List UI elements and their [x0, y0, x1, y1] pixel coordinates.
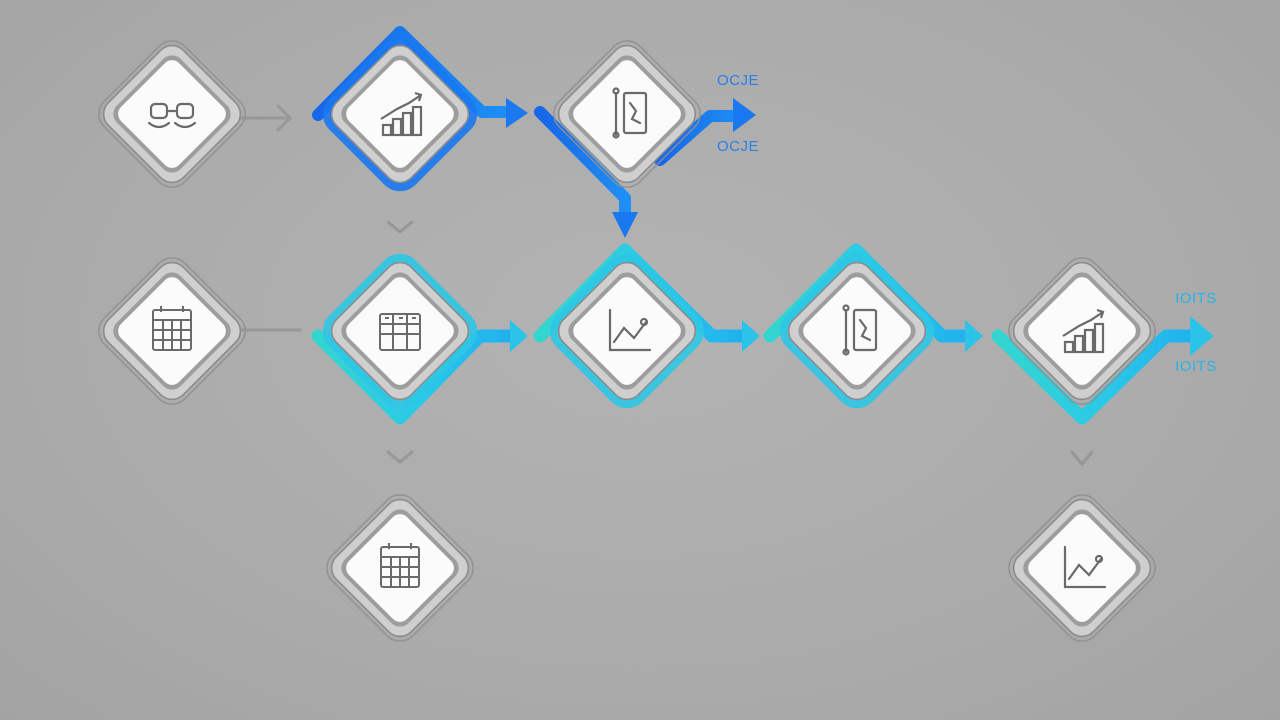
blue-arrowheads: [506, 98, 756, 238]
line-graph-node[interactable]: [540, 244, 714, 418]
grid-table-node[interactable]: [313, 244, 487, 418]
calendar-icon: [152, 306, 192, 351]
cyan-arrowheads: [510, 316, 1214, 356]
right-lower-label: IOITS: [1175, 358, 1217, 375]
document-icon: [612, 87, 648, 139]
document-icon: [842, 304, 878, 356]
calendar-node[interactable]: [313, 481, 487, 655]
bar-chart-node[interactable]: [313, 27, 487, 201]
right-upper-label: IOITS: [1175, 290, 1217, 307]
line-graph-icon: [1063, 545, 1107, 589]
calendar-icon: [380, 543, 420, 588]
top-upper-label: OCJE: [716, 72, 760, 89]
bar-chart-icon: [1062, 308, 1105, 354]
bar-chart-icon: [380, 91, 423, 137]
document-node[interactable]: [540, 27, 714, 201]
top-lower-label: OCJE: [716, 138, 760, 155]
line-graph-icon: [608, 308, 652, 352]
grid-table-icon: [379, 313, 421, 351]
bar-chart-node[interactable]: [995, 244, 1169, 418]
document-node[interactable]: [770, 244, 944, 418]
people-node[interactable]: [85, 27, 259, 201]
line-graph-node[interactable]: [995, 481, 1169, 655]
calendar-node[interactable]: [85, 244, 259, 418]
people-icon: [147, 102, 197, 129]
